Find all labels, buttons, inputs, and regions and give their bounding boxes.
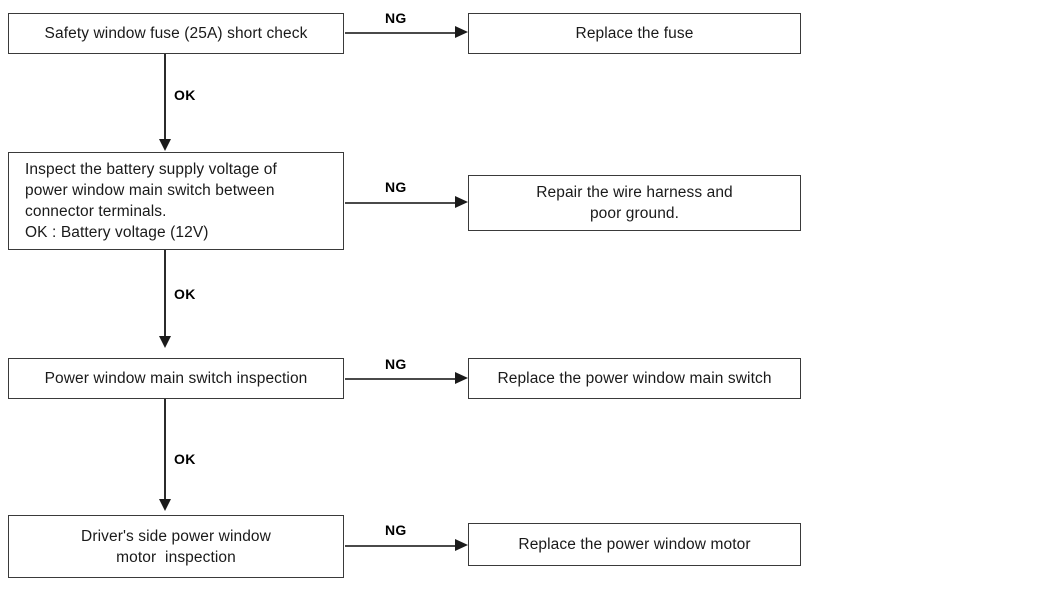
ok-label-step-3: OK [174,451,196,467]
remedy-box-step-3-line-1: Replace the power window main switch [497,370,772,387]
ok-connector-line-step-2 [164,250,166,338]
remedy-box-step-4-line-1: Replace the power window motor [518,536,751,553]
ng-connector-line-step-4 [345,545,457,547]
ok-label-step-2: OK [174,286,196,302]
check-box-step-2: Inspect the battery supply voltage of po… [8,152,344,250]
check-box-step-2-line-2: power window main switch between [25,182,275,199]
ok-label-step-1: OK [174,87,196,103]
check-box-step-1-line-1: Safety window fuse (25A) short check [44,25,308,42]
check-box-step-3: Power window main switch inspection [8,358,344,399]
ok-arrowhead-step-2 [159,336,171,348]
ok-arrowhead-step-1 [159,139,171,151]
remedy-box-step-2: Repair the wire harness and poor ground. [468,175,801,231]
ok-connector-line-step-1 [164,54,166,141]
remedy-box-step-4: Replace the power window motor [468,523,801,566]
ng-connector-line-step-2 [345,202,457,204]
ng-label-step-4: NG [385,522,407,538]
remedy-box-step-2-line-1: Repair the wire harness and [536,184,733,201]
check-box-step-4-line-1: Driver's side power window [81,527,271,545]
ng-arrowhead-step-2 [455,196,468,208]
ng-label-step-2: NG [385,179,407,195]
check-box-step-4-line-2: motor inspection [116,548,236,566]
check-box-step-2-line-3: connector terminals. [25,203,167,220]
ok-connector-line-step-3 [164,399,166,501]
ok-arrowhead-step-3 [159,499,171,511]
remedy-box-step-3: Replace the power window main switch [468,358,801,399]
ng-arrowhead-step-4 [455,539,468,551]
check-box-step-3-line-1: Power window main switch inspection [44,370,308,387]
remedy-box-step-1-line-1: Replace the fuse [575,25,694,42]
ng-label-step-3: NG [385,356,407,372]
check-box-step-2-line-1: Inspect the battery supply voltage of [25,161,277,178]
ng-arrowhead-step-1 [455,26,468,38]
ng-connector-line-step-3 [345,378,457,380]
check-box-step-1: Safety window fuse (25A) short check [8,13,344,54]
check-box-step-4: Driver's side power window motor inspect… [8,515,344,578]
remedy-box-step-1: Replace the fuse [468,13,801,54]
remedy-box-step-2-line-2: poor ground. [589,205,680,222]
ng-connector-line-step-1 [345,32,457,34]
check-box-step-2-line-4: OK : Battery voltage (12V) [25,224,209,241]
ng-arrowhead-step-3 [455,372,468,384]
ng-label-step-1: NG [385,10,407,26]
